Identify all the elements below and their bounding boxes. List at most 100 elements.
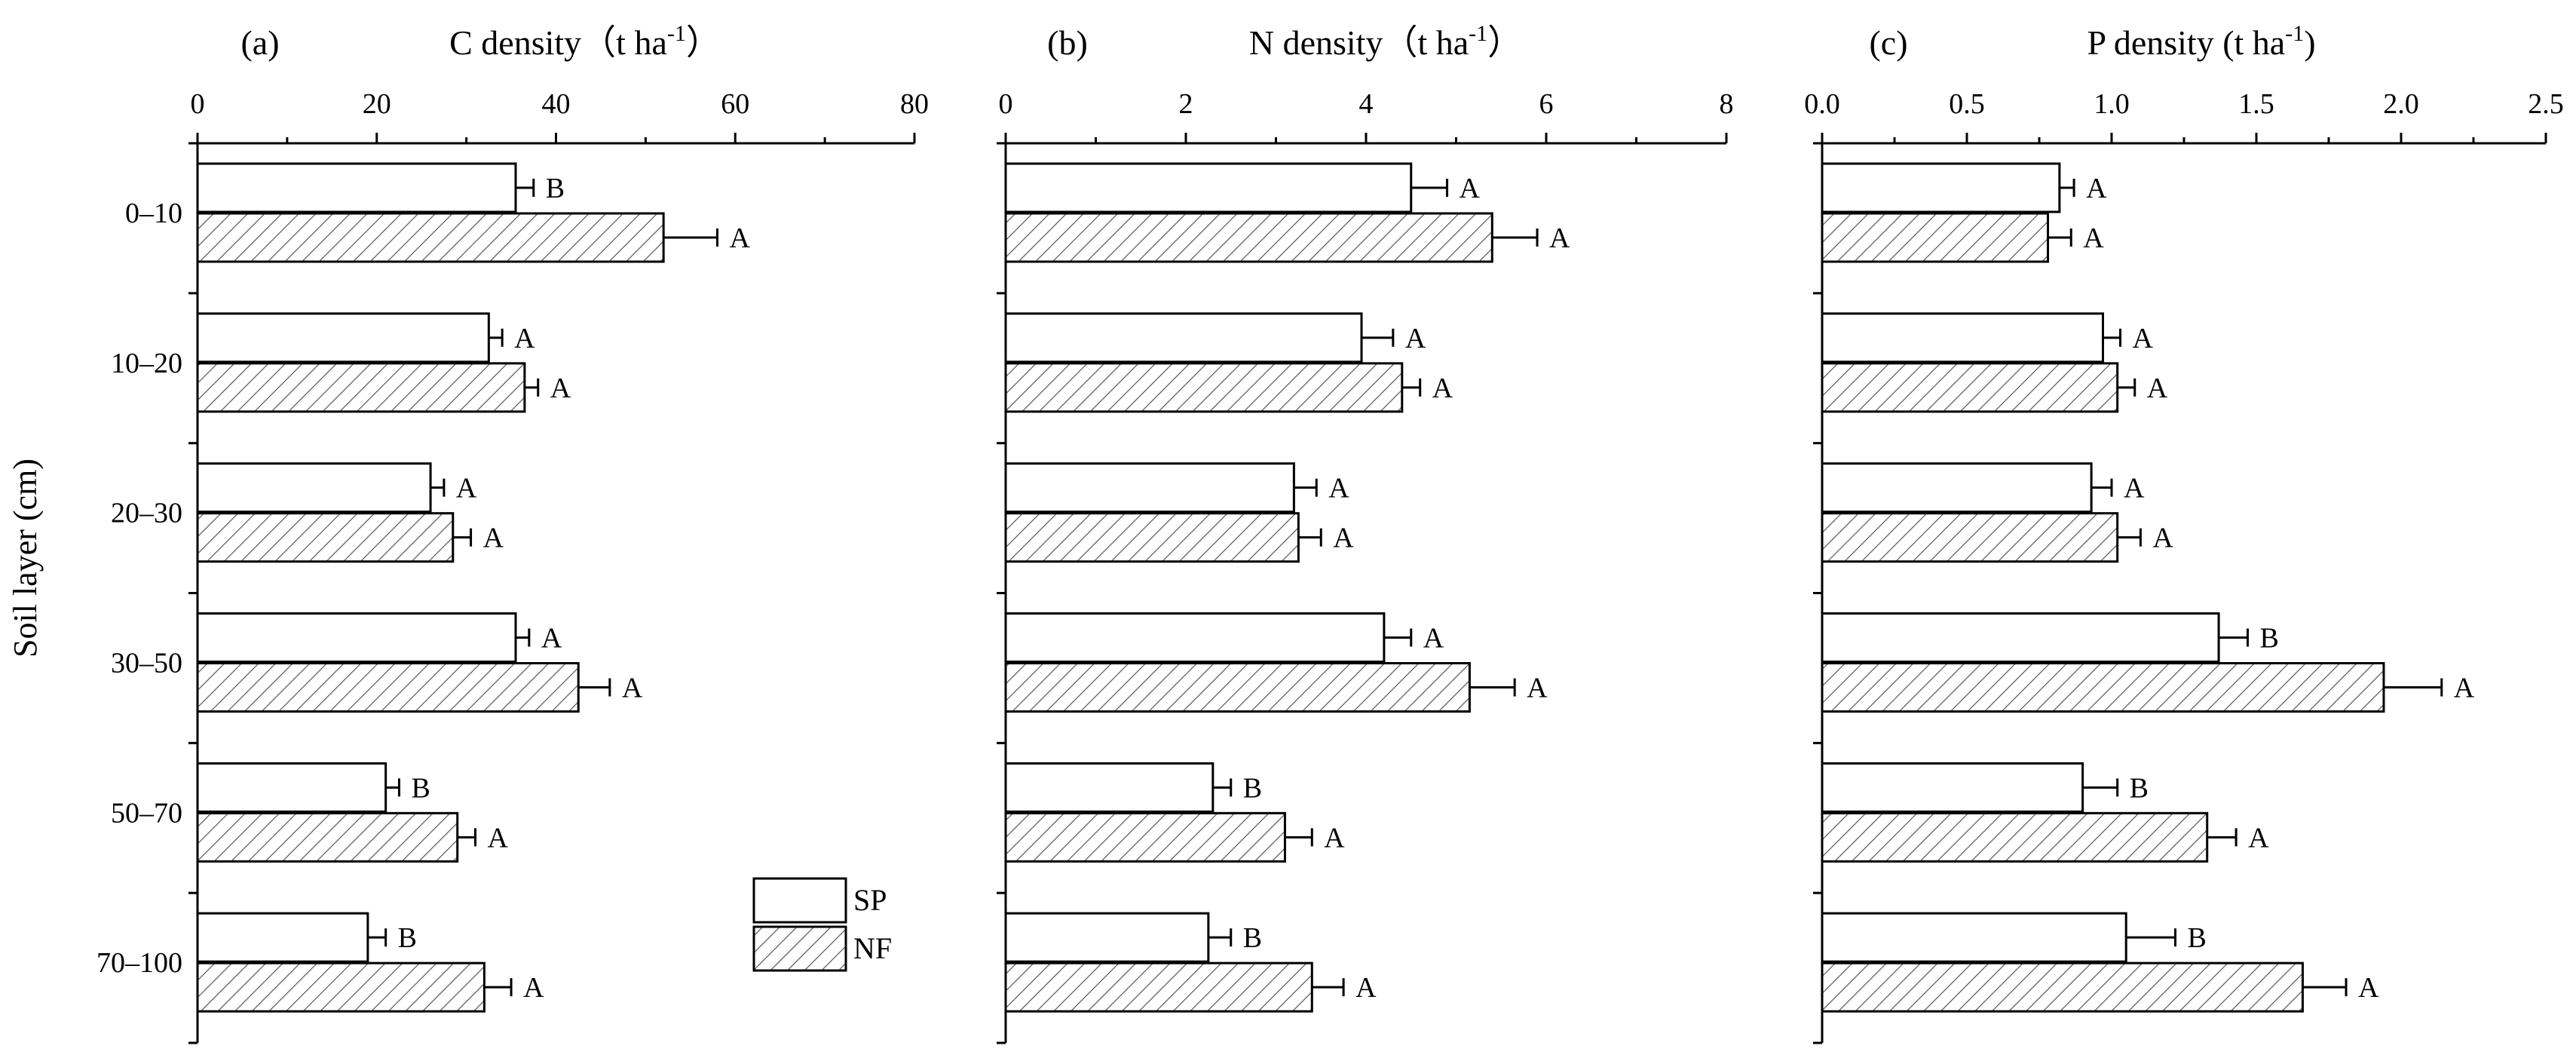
x-tick-label: 1.0 (2094, 88, 2130, 120)
x-tick-label: 0 (191, 88, 205, 120)
bar (196, 662, 580, 713)
x-tick-label: 20 (363, 88, 391, 120)
bar (196, 912, 369, 963)
y-axis-label: Soil layer (cm) (7, 458, 44, 658)
significance-label: B (1243, 922, 1262, 954)
bar (1821, 462, 2093, 514)
panel-title: C density（t ha-1） (449, 21, 721, 62)
significance-label: A (1333, 523, 1354, 554)
bar (196, 362, 526, 413)
x-tick-label: 2 (1179, 88, 1193, 120)
bar (1821, 162, 2061, 213)
y-tick-label: 10–20 (111, 348, 182, 379)
bar (196, 212, 665, 263)
x-tick-label: 80 (900, 88, 929, 120)
significance-label: A (483, 523, 504, 554)
legend: SP NF (752, 877, 892, 972)
bar (1004, 762, 1214, 813)
significance-label: A (2358, 972, 2379, 1004)
significance-label: A (1405, 323, 1426, 354)
significance-label: A (541, 623, 562, 655)
bar (196, 762, 387, 813)
significance-label: A (1423, 623, 1444, 655)
x-tick-label: 4 (1359, 88, 1374, 120)
significance-label: A (1355, 972, 1377, 1004)
significance-label: A (2086, 173, 2107, 204)
significance-label: B (2259, 623, 2278, 655)
bar (1821, 912, 2127, 963)
bar (196, 162, 517, 213)
x-tick-label: 0 (999, 88, 1013, 120)
bar (196, 612, 517, 663)
x-tick-label: 0.5 (1949, 88, 1985, 120)
panel-title: P density (t ha-1) (2087, 21, 2315, 62)
bar (1821, 662, 2385, 713)
significance-label: A (456, 473, 477, 504)
significance-label: A (2124, 473, 2145, 504)
significance-label: A (1324, 822, 1345, 854)
bar (1004, 612, 1386, 663)
bar (1821, 312, 2104, 363)
x-tick-label: 60 (721, 88, 749, 120)
bar (1821, 512, 2119, 563)
panel-title: N density（t ha-1） (1249, 21, 1522, 62)
bar (1004, 912, 1210, 963)
bar (196, 961, 485, 1013)
bar (1821, 212, 2050, 263)
bar (196, 512, 455, 563)
significance-label: A (2133, 323, 2154, 354)
y-tick-label: 30–50 (111, 648, 182, 679)
significance-label: A (622, 673, 643, 704)
x-tick-label: 0.0 (1804, 88, 1840, 120)
bar (1821, 762, 2084, 813)
significance-label: B (2130, 772, 2149, 804)
legend-label: NF (853, 931, 892, 965)
bar (1004, 662, 1471, 713)
significance-label: A (514, 323, 535, 354)
significance-label: B (2187, 922, 2206, 954)
significance-label: A (523, 972, 544, 1004)
bar (1821, 961, 2304, 1013)
x-tick-label: 1.5 (2238, 88, 2274, 120)
x-tick-label: 6 (1539, 88, 1554, 120)
y-tick-label: 20–30 (111, 498, 182, 529)
significance-label: A (488, 822, 509, 854)
bar (1821, 811, 2209, 863)
significance-label: A (2248, 822, 2269, 854)
significance-label: A (2083, 222, 2104, 254)
x-tick-label: 2.0 (2383, 88, 2419, 120)
significance-label: A (1328, 473, 1349, 504)
legend-swatch (752, 877, 847, 924)
bar (1004, 162, 1413, 213)
bar (196, 811, 459, 863)
significance-label: B (546, 173, 565, 204)
significance-label: A (1460, 173, 1481, 204)
panel-label: (c) (1869, 23, 1907, 62)
bar (1004, 811, 1286, 863)
x-tick-label: 40 (542, 88, 571, 120)
significance-label: A (2147, 373, 2168, 404)
significance-label: A (1549, 222, 1570, 254)
x-tick-label: 8 (1720, 88, 1734, 120)
bar (196, 312, 490, 363)
significance-label: B (398, 922, 417, 954)
significance-label: A (2152, 523, 2173, 554)
legend-label: SP (853, 883, 887, 917)
bar (1004, 362, 1404, 413)
y-tick-label: 0–10 (125, 198, 182, 229)
bar (1821, 362, 2119, 413)
bar (1004, 312, 1363, 363)
panel-label: (b) (1047, 23, 1088, 62)
bar (1004, 961, 1313, 1013)
legend-swatch (752, 925, 847, 972)
y-tick-label: 50–70 (111, 797, 182, 829)
significance-label: A (2454, 673, 2475, 704)
significance-label: A (729, 222, 750, 254)
significance-label: A (550, 373, 571, 404)
bar (1004, 462, 1295, 514)
